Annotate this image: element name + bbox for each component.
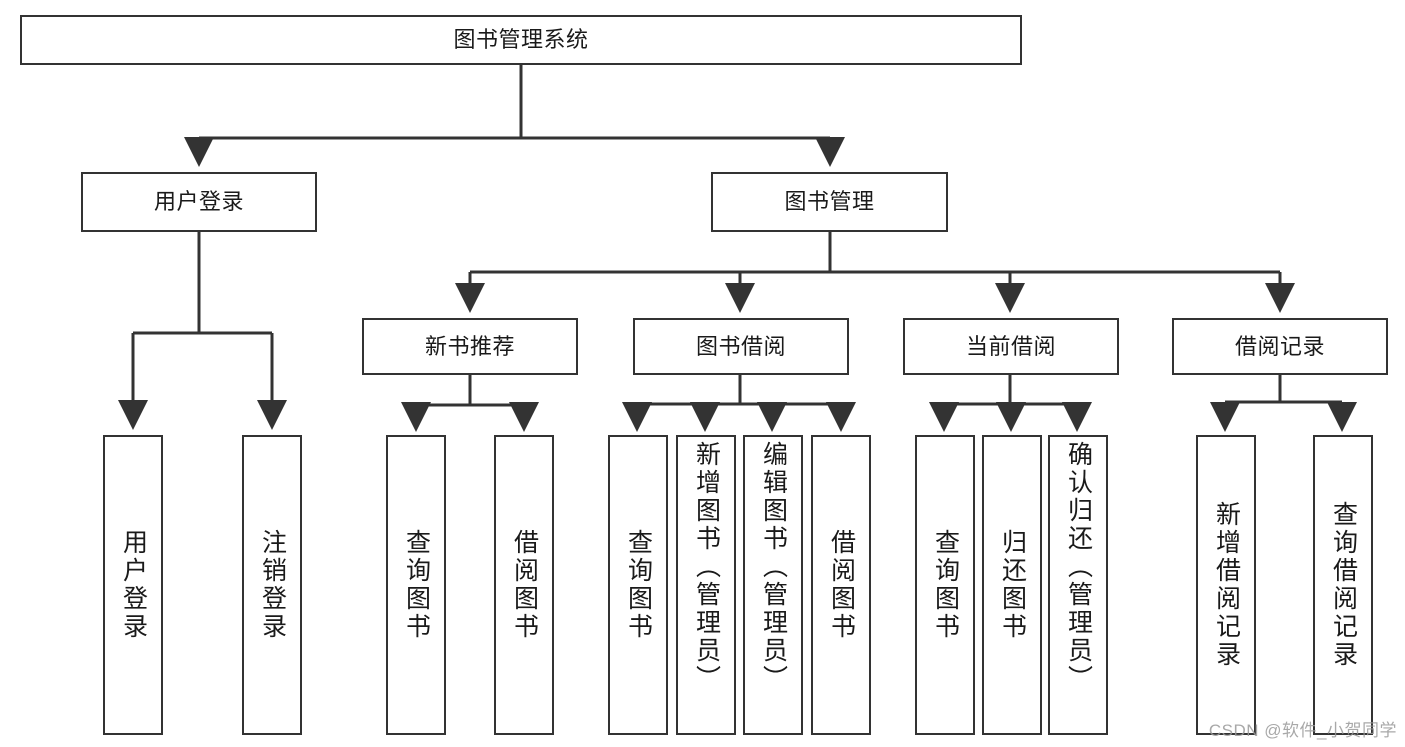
node-leaf-query-book-3[interactable]: 查询图书 [915,435,975,735]
node-leaf-logout-login[interactable]: 注销登录 [242,435,302,735]
node-leaf-add-record[interactable]: 新增借阅记录 [1196,435,1256,735]
node-leaf-query-book-2-label: 查询图书 [624,529,653,641]
node-leaf-borrow-book-2[interactable]: 借阅图书 [811,435,871,735]
node-leaf-user-login-label: 用户登录 [119,529,148,641]
node-leaf-borrow-book-2-label: 借阅图书 [827,529,856,641]
node-borrow-record[interactable]: 借阅记录 [1172,318,1388,375]
node-leaf-add-record-label: 新增借阅记录 [1212,501,1241,669]
node-new-book-recommend-label: 新书推荐 [424,333,515,359]
node-leaf-query-book-1[interactable]: 查询图书 [386,435,446,735]
node-leaf-add-book[interactable]: 新增图书（管理员） [676,435,736,735]
node-user-login-label: 用户登录 [153,189,244,215]
node-new-book-recommend[interactable]: 新书推荐 [362,318,578,375]
node-borrow-record-label: 借阅记录 [1234,333,1325,359]
node-leaf-confirm-return-label: 确认归还（管理员） [1064,441,1093,693]
node-leaf-return-book-label: 归还图书 [998,529,1027,641]
node-root[interactable]: 图书管理系统 [20,15,1022,65]
node-leaf-return-book[interactable]: 归还图书 [982,435,1042,735]
node-book-manage-label: 图书管理 [784,189,875,215]
node-leaf-user-login[interactable]: 用户登录 [103,435,163,735]
node-leaf-query-book-2[interactable]: 查询图书 [608,435,668,735]
node-book-borrow[interactable]: 图书借阅 [633,318,849,375]
node-leaf-confirm-return[interactable]: 确认归还（管理员） [1048,435,1108,735]
csdn-watermark: CSDN @软件_小贺同学 [1208,721,1397,740]
node-leaf-query-record[interactable]: 查询借阅记录 [1313,435,1373,735]
node-leaf-query-record-label: 查询借阅记录 [1329,501,1358,669]
node-user-login[interactable]: 用户登录 [81,172,317,232]
node-current-borrow[interactable]: 当前借阅 [903,318,1119,375]
node-leaf-edit-book[interactable]: 编辑图书（管理员） [743,435,803,735]
node-book-borrow-label: 图书借阅 [695,333,786,359]
node-leaf-borrow-book-1[interactable]: 借阅图书 [494,435,554,735]
node-current-borrow-label: 当前借阅 [965,333,1056,359]
node-leaf-logout-login-label: 注销登录 [258,529,287,641]
node-leaf-borrow-book-1-label: 借阅图书 [510,529,539,641]
node-root-label: 图书管理系统 [453,27,589,53]
node-leaf-edit-book-label: 编辑图书（管理员） [759,441,788,693]
node-leaf-query-book-1-label: 查询图书 [402,529,431,641]
node-leaf-add-book-label: 新增图书（管理员） [692,441,721,693]
node-book-manage[interactable]: 图书管理 [711,172,948,232]
node-leaf-query-book-3-label: 查询图书 [931,529,960,641]
